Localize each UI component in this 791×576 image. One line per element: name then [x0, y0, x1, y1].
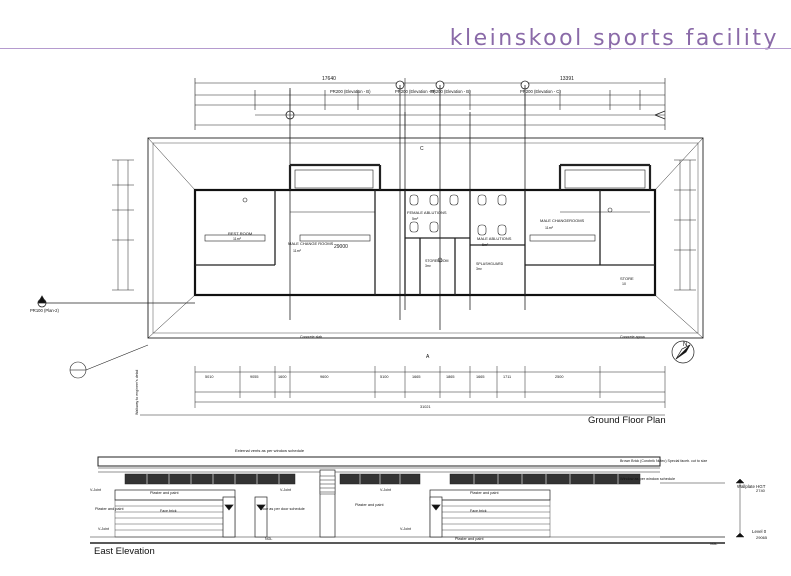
room-male-ablutions-area: 5m² [482, 243, 489, 247]
svg-text:31021: 31021 [420, 405, 431, 409]
interior-walls [195, 190, 655, 295]
section-marker-left [37, 295, 195, 308]
note-slab: Concrete slab [300, 335, 322, 339]
svg-text:Face brick: Face brick [470, 509, 487, 513]
room-male-changerooms: MALE CHANGEROOMS [540, 218, 585, 223]
marker-c: C [420, 146, 424, 152]
floor-plan-title: Ground Floor Plan [588, 415, 666, 426]
north-arrow-icon [671, 340, 695, 364]
svg-text:5100: 5100 [380, 375, 388, 379]
svg-text:Brown Brick (Corobrik Nutec) S: Brown Brick (Corobrik Nutec) Special fac… [620, 459, 707, 463]
svg-text:1665: 1665 [412, 375, 420, 379]
svg-text:2500: 2500 [555, 375, 563, 379]
note-walkway: Walkway to engineer's detail [135, 370, 139, 415]
svg-text:Plaster and paint: Plaster and paint [150, 491, 179, 495]
central-louvre [319, 475, 336, 495]
svg-text:V-Joint: V-Joint [280, 488, 291, 492]
svg-text:Wallplate HGT: Wallplate HGT [737, 484, 766, 489]
elevation-annotations: External vents as per window schedule Pl… [90, 448, 717, 546]
svg-text:Plaster and paint: Plaster and paint [470, 491, 499, 495]
detail-marker [69, 344, 149, 379]
dimension-chain-top [194, 78, 666, 130]
room-male-changerooms-area: 11m² [545, 226, 554, 230]
svg-text:1600: 1600 [278, 375, 286, 379]
east-elevation: Wallplate HGT 2740 Level 0 29065 Externa… [90, 448, 768, 546]
room-rest: REST ROOM [228, 231, 252, 236]
room-male-change: MALE CHANGE ROOMS [288, 241, 334, 246]
svg-text:29065: 29065 [756, 535, 768, 540]
section-label-2: PR200 (Elevation - B) [395, 89, 436, 94]
marker-a: A [426, 354, 430, 360]
level-labels: Wallplate HGT 2740 Level 0 29065 [737, 484, 768, 540]
svg-text:NGL: NGL [265, 537, 272, 541]
floor-plan: 17640 13391 PR200 (Elevation - B) PR200 … [30, 76, 704, 416]
svg-text:Window as per window schedule: Window as per window schedule [620, 477, 675, 481]
section-label-1: PR200 (Elevation - B) [330, 89, 371, 94]
svg-text:1665: 1665 [476, 375, 484, 379]
svg-text:V-Joint: V-Joint [90, 488, 101, 492]
note-apron: Concrete apron [620, 335, 645, 339]
elevation-title: East Elevation [94, 546, 155, 557]
svg-text:5010: 5010 [205, 375, 213, 379]
svg-text:1865: 1865 [446, 375, 454, 379]
dimension-chain-right [674, 159, 696, 291]
room-male-ablutions: MALE ABLUTIONS [477, 236, 512, 241]
roof-outline [147, 137, 704, 339]
svg-text:Face brick: Face brick [160, 509, 177, 513]
section-label-4: PR200 (Elevation - C) [520, 89, 561, 94]
svg-text:V-Joint: V-Joint [380, 488, 391, 492]
page-title: kleinskool sports facility [449, 26, 779, 51]
room-male-change-area: 11m² [293, 249, 302, 253]
svg-text:External vents as per window s: External vents as per window schedule [235, 448, 305, 453]
building-walls [193, 163, 657, 297]
section-markers-top [255, 80, 666, 330]
svg-text:Plaster and paint: Plaster and paint [455, 537, 484, 541]
room-female-ablutions: FEMALE ABLUTIONS [407, 210, 447, 215]
svg-text:Level 0: Level 0 [752, 529, 767, 534]
room-rest-area: 11m² [233, 237, 242, 241]
section-label-3: PR200 (Elevation - B) [430, 89, 471, 94]
svg-text:9055: 9055 [250, 375, 258, 379]
svg-text:Plaster and paint: Plaster and paint [355, 503, 384, 507]
room-female-ablutions-area: 5m² [412, 217, 419, 221]
vent-strips [124, 473, 641, 485]
dim-top-right: 13391 [560, 76, 574, 82]
svg-text:Plaster and paint: Plaster and paint [95, 507, 124, 511]
svg-text:V-Joint: V-Joint [98, 527, 109, 531]
roof-fascia [97, 456, 661, 467]
room-store: STORE [620, 276, 634, 281]
center-dimension: 29000 [334, 244, 348, 250]
svg-text:1711: 1711 [503, 375, 511, 379]
dimension-chain-left [112, 159, 134, 291]
dimension-values-bottom: 5010 9055 1600 9600 5100 1665 1865 1665 … [205, 375, 563, 409]
north-label: N [683, 342, 687, 348]
room-storeroom: STOREROOM [425, 259, 449, 263]
svg-text:V-Joint: V-Joint [400, 527, 411, 531]
room-splashguard: SPLASHGUARD [476, 262, 504, 266]
plan-notes: Concrete apron Concrete slab Walkway to … [30, 146, 645, 415]
doors [222, 496, 443, 538]
room-store-area: 10 [622, 282, 626, 286]
room-labels: REST ROOM 11m² MALE CHANGE ROOMS 11m² FE… [228, 210, 634, 286]
dim-top-left: 17640 [322, 76, 336, 82]
header-divider [0, 48, 791, 49]
room-storeroom-area: 3m² [425, 264, 432, 268]
svg-text:2740: 2740 [756, 488, 766, 493]
svg-text:Door as per door schedule: Door as per door schedule [260, 507, 305, 511]
sanitary-fixtures [204, 169, 646, 263]
section-left-label: PR100 (Plan-2) [30, 308, 59, 313]
svg-text:NGL: NGL [710, 542, 717, 546]
level-markers [660, 478, 745, 538]
svg-text:9600: 9600 [320, 375, 328, 379]
dimension-chain-bottom [194, 366, 666, 408]
room-splashguard-area: 3m² [476, 267, 483, 271]
